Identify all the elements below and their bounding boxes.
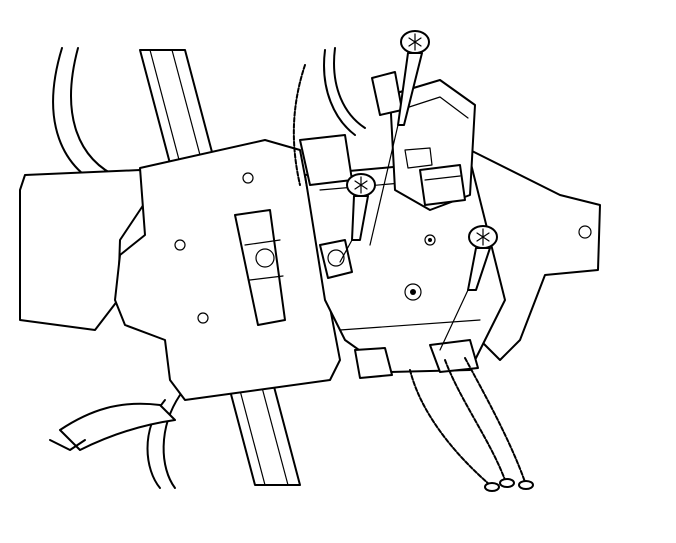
torx-screw xyxy=(369,30,430,246)
torx-screw xyxy=(439,225,498,351)
window-motor xyxy=(371,71,476,211)
window-regulator-plate xyxy=(114,139,341,401)
coiled-cable xyxy=(409,357,534,492)
plate-bracket xyxy=(234,209,286,326)
plate-hole xyxy=(242,172,254,184)
coiled-cable xyxy=(292,47,366,186)
torx-screw xyxy=(339,173,376,263)
plate-hole xyxy=(197,312,209,324)
plate-hole xyxy=(174,239,186,251)
